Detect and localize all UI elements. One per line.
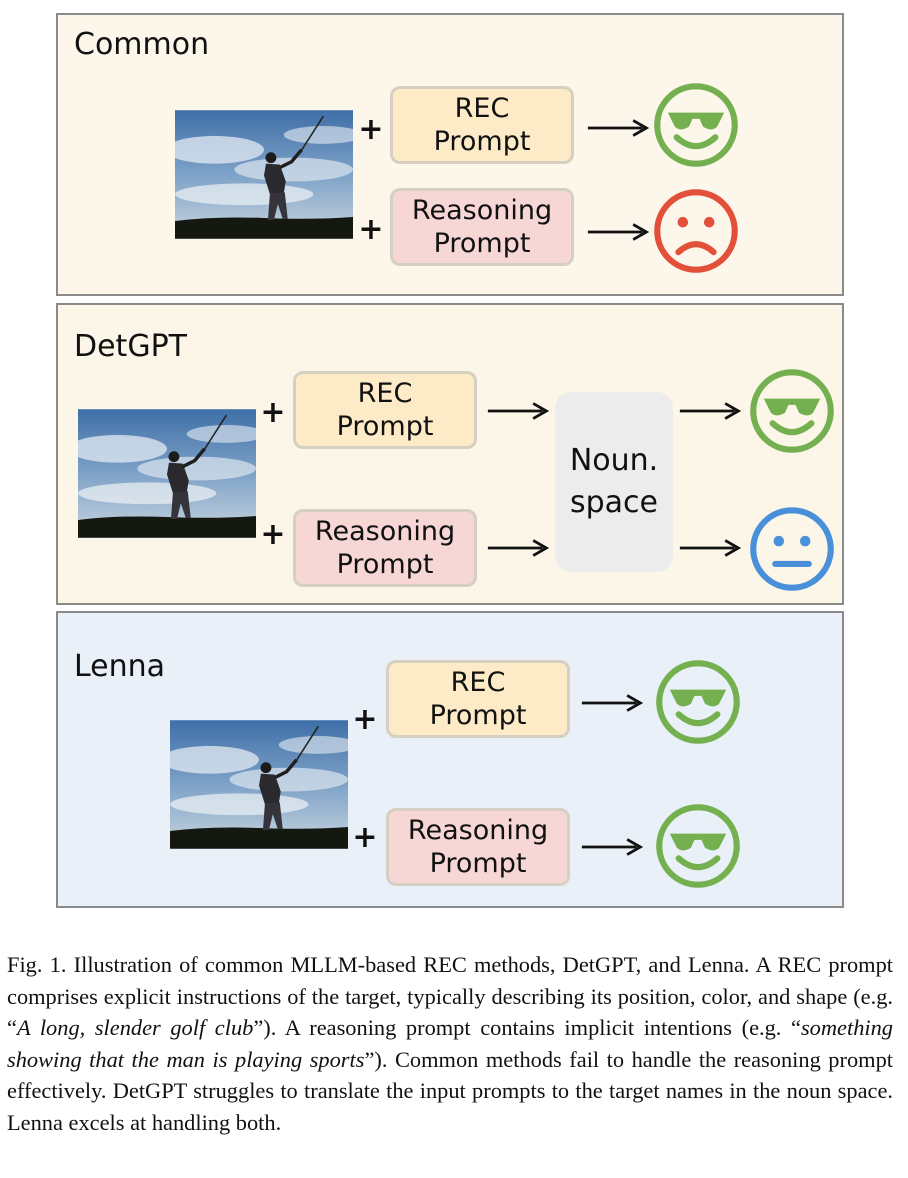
caption-text-1: Fig. 1. Illustration of common MLLM-base… (7, 952, 893, 1040)
sunglasses-smiley-icon (654, 802, 742, 890)
rec-prompt-box: REC Prompt (386, 660, 570, 738)
neutral-face-icon (748, 505, 836, 593)
plus-sign: + (352, 820, 378, 855)
rec-prompt-box: REC Prompt (390, 86, 574, 164)
figure-caption: Fig. 1. Illustration of common MLLM-base… (7, 949, 893, 1138)
sunglasses-smiley-icon (652, 81, 740, 169)
plus-sign: + (358, 212, 384, 247)
sunglasses-smiley-icon (654, 658, 742, 746)
reasoning-prompt-line1: Reasoning (411, 195, 553, 226)
caption-text-3: ”). Common methods fail to handle the re… (7, 1046, 893, 1135)
arrow-right-icon (580, 693, 646, 713)
sunglasses-smiley-icon (748, 367, 836, 455)
arrow-right-icon (586, 222, 652, 242)
caption-italic-2: something showing that the man is playin… (7, 1015, 893, 1072)
golfer-photo (78, 409, 256, 538)
reasoning-prompt-line1: Reasoning (407, 815, 549, 846)
reasoning-prompt-line2: Prompt (429, 848, 527, 879)
plus-sign: + (260, 395, 286, 430)
arrow-right-icon (678, 538, 744, 558)
arrow-right-icon (586, 118, 652, 138)
rec-prompt-line2: Prompt (433, 126, 531, 157)
rec-prompt-line1: REC (450, 667, 506, 698)
reasoning-prompt-box: Reasoning Prompt (293, 509, 477, 587)
panel-title-common: Common (74, 27, 210, 62)
common-panel: Common + + REC Prompt Reasoning Prompt (56, 13, 844, 296)
rec-prompt-line2: Prompt (336, 411, 434, 442)
arrow-right-icon (486, 538, 552, 558)
plus-sign: + (358, 112, 384, 147)
detgpt-panel: DetGPT + + REC Prompt Reasoning Prompt N… (56, 303, 844, 605)
noun-space-box: Noun. space (555, 392, 673, 572)
rec-prompt-box: REC Prompt (293, 371, 477, 449)
reasoning-prompt-line2: Prompt (336, 549, 434, 580)
panel-title-detgpt: DetGPT (74, 329, 187, 364)
lenna-panel: Lenna + + REC Prompt Reasoning Prompt (56, 611, 844, 908)
caption-italic-1: A long, slender golf club (16, 1015, 254, 1040)
rec-prompt-line1: REC (357, 378, 413, 409)
noun-space-line1: Noun. (569, 443, 659, 478)
arrow-right-icon (580, 837, 646, 857)
rec-prompt-line2: Prompt (429, 700, 527, 731)
panel-title-lenna: Lenna (74, 649, 166, 684)
sad-face-icon (652, 187, 740, 275)
rec-prompt-line1: REC (454, 93, 510, 124)
golfer-photo (170, 720, 348, 849)
golfer-photo (175, 110, 353, 239)
reasoning-prompt-box: Reasoning Prompt (390, 188, 574, 266)
reasoning-prompt-box: Reasoning Prompt (386, 808, 570, 886)
noun-space-line2: space (569, 485, 658, 520)
caption-text-2: ”). A reasoning prompt contains implicit… (253, 1015, 801, 1040)
arrow-right-icon (486, 401, 552, 421)
arrow-right-icon (678, 401, 744, 421)
plus-sign: + (352, 702, 378, 737)
plus-sign: + (260, 517, 286, 552)
reasoning-prompt-line1: Reasoning (314, 516, 456, 547)
reasoning-prompt-line2: Prompt (433, 228, 531, 259)
